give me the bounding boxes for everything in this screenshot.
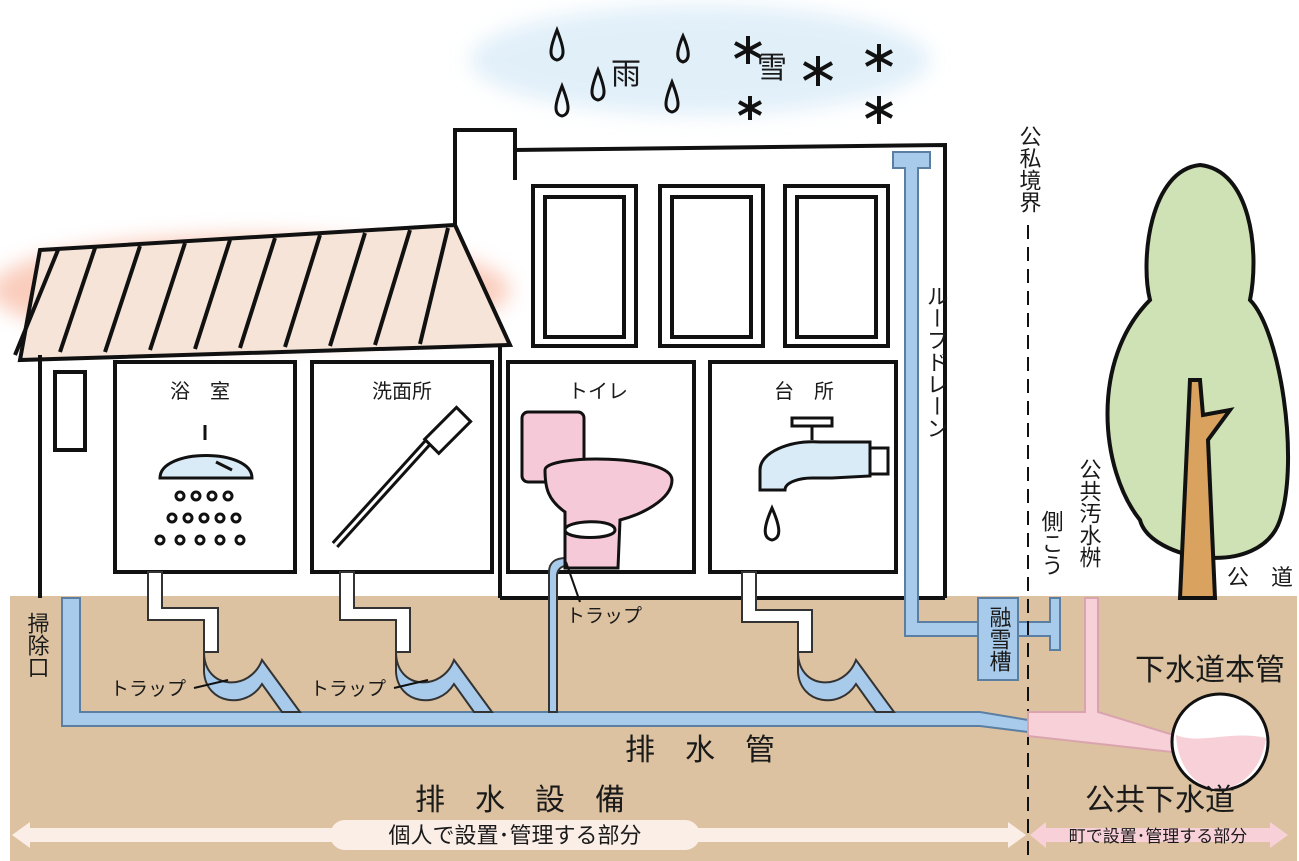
left-window — [53, 370, 87, 452]
left-house — [13, 222, 514, 598]
snow-tank-label: 融雪槽 — [986, 606, 1012, 672]
cleanout-label: 掃除口 — [24, 612, 50, 678]
main-sewer-flow — [1176, 735, 1266, 790]
private-part-pill — [330, 820, 700, 850]
gutter-label: 側こう — [1038, 510, 1064, 576]
fixture-drains — [147, 557, 896, 713]
roof-drain-label: ルーフドレーン — [923, 285, 948, 439]
rain-label: 雨 — [611, 57, 641, 92]
snowflakes — [734, 36, 893, 124]
snow-melting-tank — [977, 597, 1019, 681]
town-part-label: 町で設置･管理する部分 — [1069, 827, 1248, 847]
room-label-bath: 浴 室 — [170, 379, 230, 403]
tree — [1105, 162, 1290, 600]
right-building — [453, 128, 947, 600]
main-sewer-label: 下水道本管 — [1135, 653, 1285, 688]
public-sewer-pipes — [1027, 597, 1191, 756]
trap-label-toilet: トラップ — [566, 605, 642, 627]
snow-label: 雪 — [757, 51, 787, 86]
drain-pipe-label: 排 水 管 — [625, 733, 775, 768]
room-label-toilet: トイレ — [568, 379, 628, 403]
road-label: 公 道 — [1227, 566, 1293, 591]
trap-label-bath: トラップ — [110, 678, 186, 700]
private-part-label: 個人で設置･管理する部分 — [388, 824, 641, 849]
town-part-arrow — [1030, 822, 1288, 848]
room-frames — [113, 360, 898, 574]
rain-drops — [549, 25, 690, 118]
faucet-icon — [758, 416, 890, 542]
public-sewer-label: 公共下水道 — [1085, 783, 1235, 818]
room-label-kitchen: 台 所 — [774, 379, 834, 403]
toilet-icon — [520, 410, 674, 570]
gutter-connector — [1017, 597, 1061, 651]
boundary-label: 公私境界 — [1016, 125, 1042, 213]
public-basin-label: 公共汚水桝 — [1076, 458, 1102, 568]
shower-icon — [154, 425, 254, 546]
drainage-facilities-label: 排 水 設 備 — [415, 783, 625, 818]
toothbrush-icon — [331, 405, 473, 549]
room-label-washroom: 洗面所 — [372, 379, 432, 403]
trap-label-washroom: トラップ — [310, 678, 386, 700]
